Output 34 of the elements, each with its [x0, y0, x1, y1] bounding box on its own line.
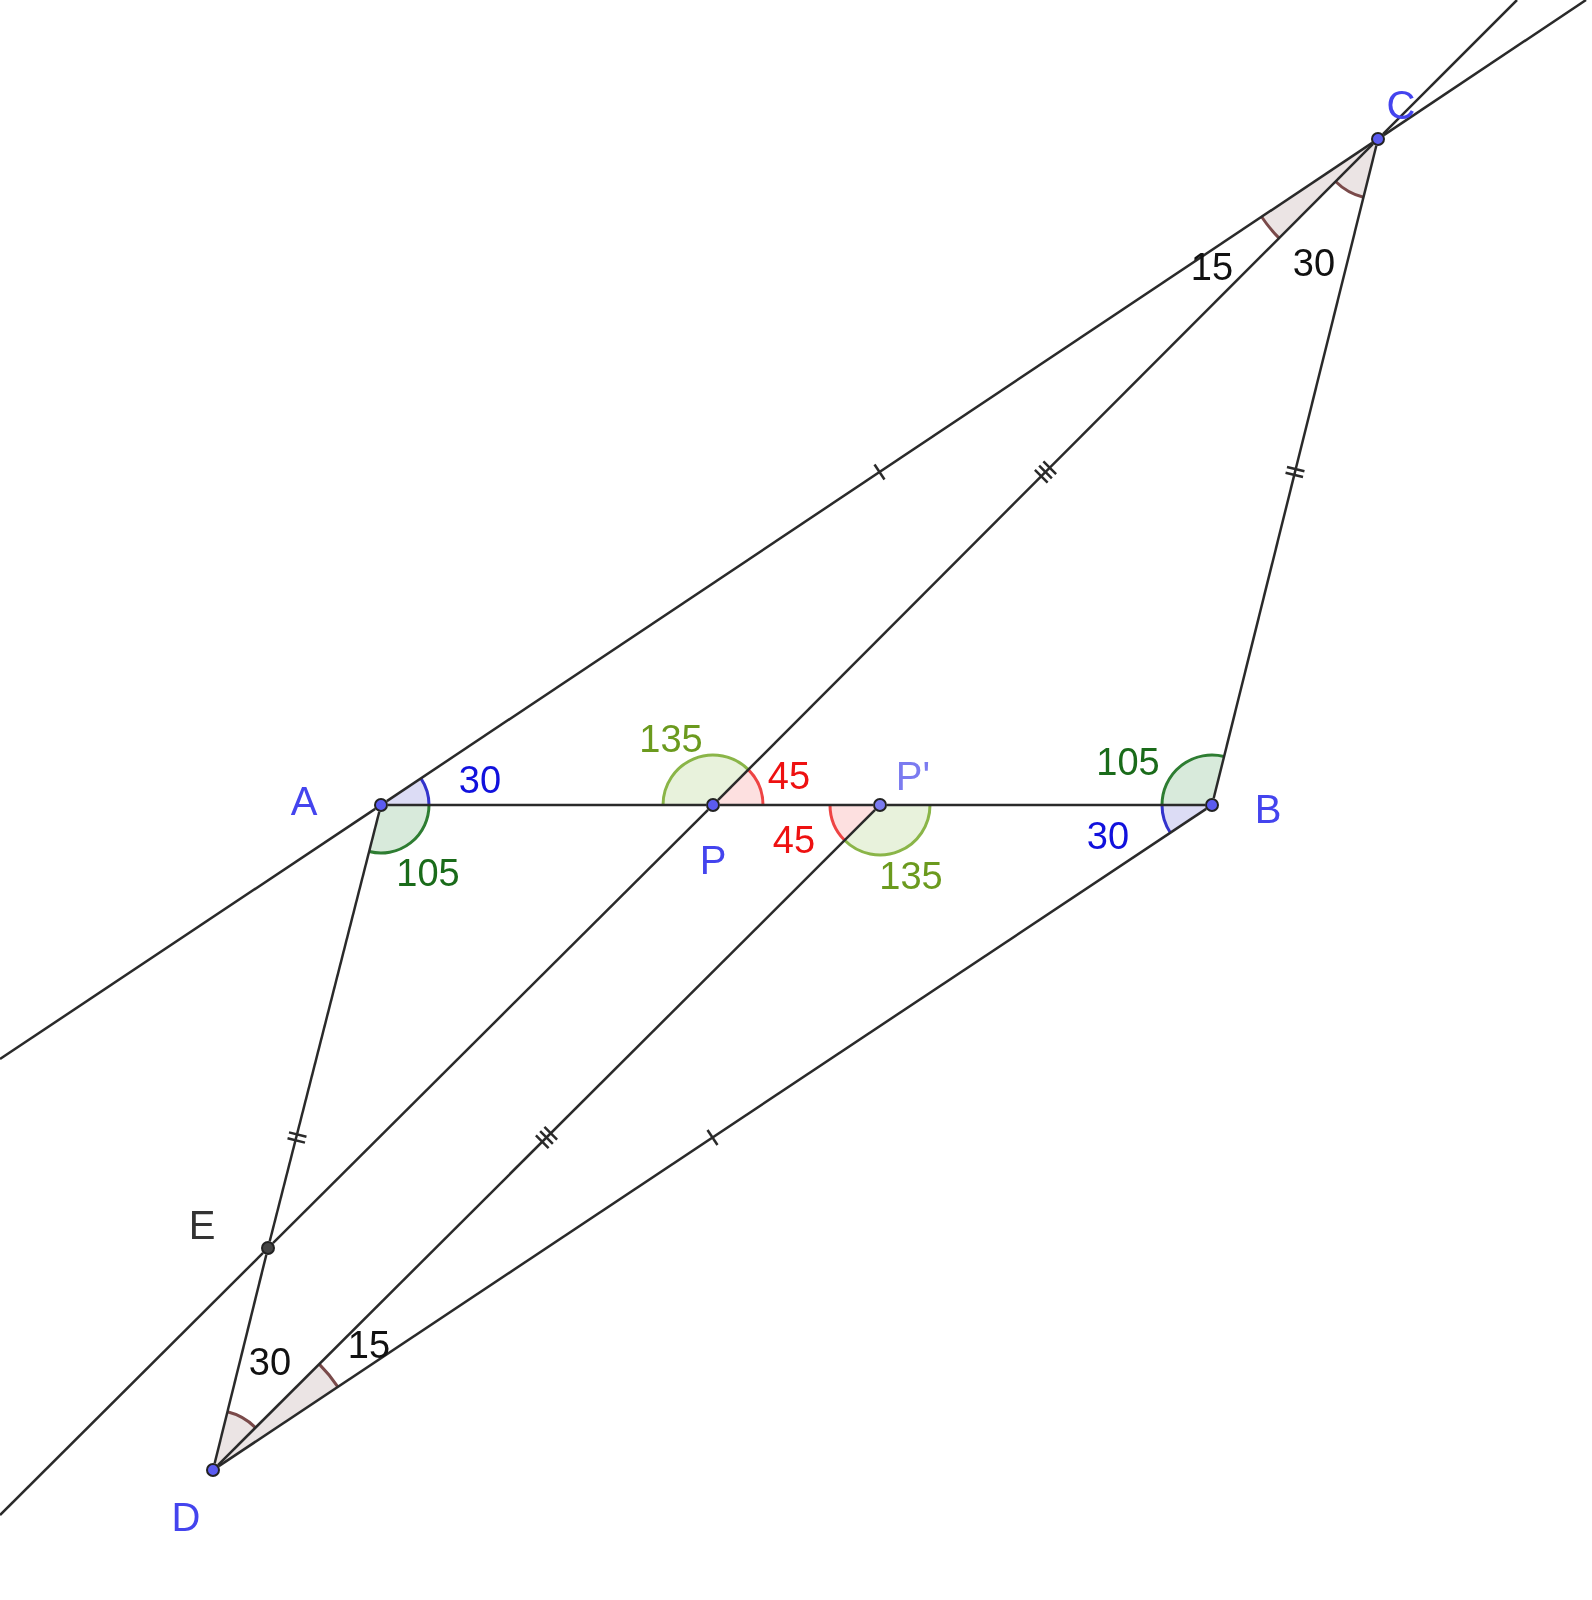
line-segment [0, 807, 376, 1061]
point-label: B [1254, 789, 1282, 829]
angle-label: 45 [772, 821, 816, 859]
angle-label: 105 [396, 854, 460, 892]
angle-label: 15 [347, 1326, 391, 1364]
line-segment [217, 809, 876, 1466]
line-segment [887, 803, 1205, 807]
angle-label: 135 [879, 857, 943, 895]
line-segment [1212, 145, 1378, 799]
line-segment [218, 807, 1207, 1468]
line-segment [717, 143, 1374, 801]
angle-label: 135 [639, 720, 703, 758]
line-segment [272, 809, 709, 1244]
line-segment [213, 1254, 268, 1464]
angle-label: 105 [1096, 743, 1160, 781]
angle-label: 15 [1190, 248, 1234, 286]
line-segment [268, 811, 381, 1242]
line-segment [1382, 0, 1518, 135]
angle-label: 30 [1292, 244, 1336, 282]
angle-label: 30 [1086, 817, 1130, 855]
angle-label: 30 [248, 1343, 292, 1381]
point-label: P [699, 840, 727, 880]
line-segment [1383, 0, 1587, 137]
point-label: E [188, 1205, 216, 1245]
line-segment [386, 141, 1373, 803]
point-label: A [290, 781, 318, 821]
angle-label: 45 [767, 757, 811, 795]
angle-label: 30 [458, 761, 502, 799]
point-label: C [1386, 85, 1416, 125]
point-label: D [171, 1497, 201, 1537]
line-segment [720, 803, 873, 807]
line-segment [388, 803, 706, 807]
point-label: P' [895, 756, 931, 796]
line-segment [0, 1252, 264, 1516]
